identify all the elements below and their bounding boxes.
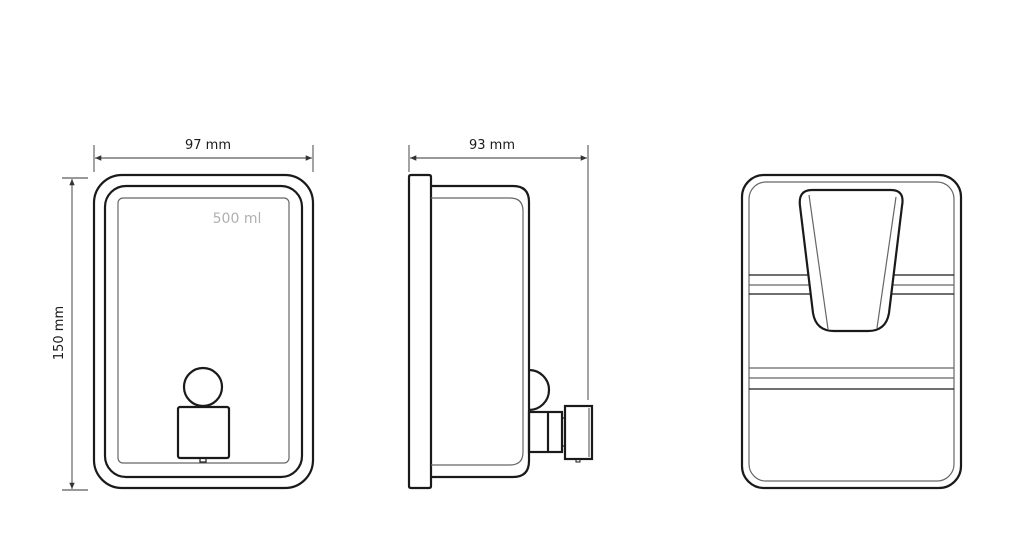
front-window — [117, 197, 290, 464]
front-cover — [103, 184, 304, 479]
side-body — [431, 184, 531, 479]
push-button-block — [176, 405, 231, 460]
side-body-inner-line — [431, 197, 524, 466]
wall-plate — [407, 173, 433, 490]
side-nozzle — [575, 458, 581, 463]
nozzle — [199, 457, 207, 463]
side-stem — [527, 410, 564, 454]
push-button-circle — [182, 366, 224, 408]
hanging-bracket — [798, 188, 904, 333]
front-view: 97 mm 150 mm 500 ml — [52, 138, 315, 491]
bracket-edge-line — [808, 194, 829, 330]
side-push-head — [563, 404, 594, 461]
bracket-edge-line — [876, 196, 897, 329]
back-outer-frame — [740, 173, 963, 490]
side-view: 93 mm — [407, 138, 594, 490]
back-inner-frame — [748, 181, 955, 482]
front-outer-frame — [92, 173, 315, 490]
width-label: 97 mm — [185, 138, 231, 153]
height-label: 150 mm — [52, 306, 67, 360]
side-button-bump — [528, 368, 551, 412]
depth-label: 93 mm — [469, 138, 515, 153]
back-view — [740, 173, 963, 490]
capacity-label: 500 ml — [213, 211, 262, 227]
